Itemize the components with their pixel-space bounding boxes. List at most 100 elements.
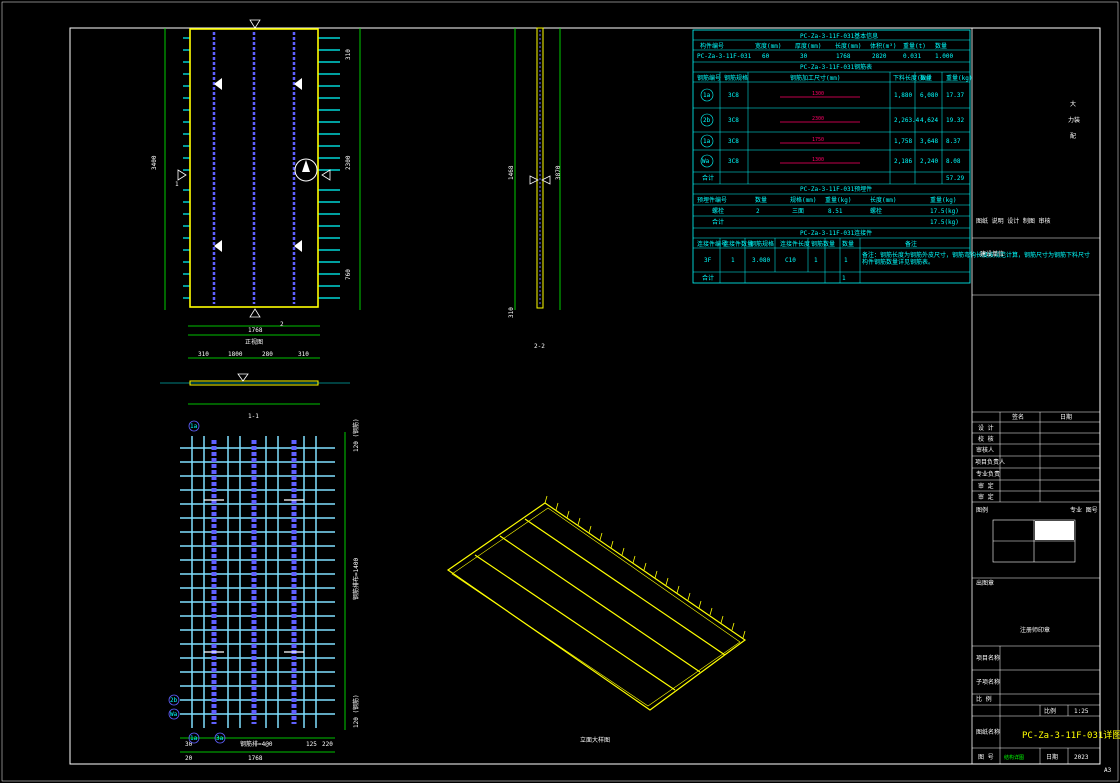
schedule-title-2: PC-Za-3-11F-031钢筋表 [800,63,872,71]
truss-lines [212,32,296,304]
svg-text:钢筋加工尺寸(mm): 钢筋加工尺寸(mm) [790,74,840,82]
dim-b3: 125 [306,741,317,748]
svg-text:体积(m³): 体积(m³) [870,42,896,50]
rebar-shape-dim: 1300 [812,91,824,97]
schedule-title-4: PC-Za-3-11F-031连接件 [800,229,872,237]
svg-text:钢筋编号: 钢筋编号 [697,74,721,82]
iso-slab-outline [446,502,747,711]
dim-left-total: 3400 [151,155,158,170]
svg-text:Wa: Wa [702,158,710,165]
connector-note-2: 构件钢筋数量详见钢筋表。 [862,258,934,266]
svg-text:连接件数量: 连接件数量 [723,240,753,248]
rebar-row-4: Wa 3C8 1300 2,186 2,240 8.08 [700,154,961,168]
svg-text:19.32: 19.32 [946,117,964,124]
rebar-row-3: 1a 3C8 1750 1,758 3,648 8.37 [700,134,961,148]
svg-text:C10: C10 [785,257,796,264]
tb-subproject-label: 子项名称 [976,678,1000,686]
view-marker-top-icon [249,19,261,29]
svg-text:4,624: 4,624 [920,117,938,124]
dim-r3: 120 (钢筋) [352,694,360,728]
dim-h1: 310 [345,49,352,60]
tb-ratio-value: 1:25 [1074,708,1089,715]
rebar-bubbles [168,420,226,744]
schedule-1-header: 构件编号 宽度(mm) 厚度(mm) 长度(mm) 体积(m³) 重量(t) 数… [700,42,947,50]
svg-text:30: 30 [800,53,808,60]
schedule-tables: PC-Za-3-11F-031基本信息 构件编号 宽度(mm) 厚度(mm) 长… [692,29,1090,284]
tb-small-note: 图纸 说明 设计 制图 审核 [976,217,1050,225]
svg-text:1: 1 [814,257,818,264]
tb-date-label: 日期 [1046,753,1058,761]
outer-frame [69,27,1101,765]
svg-text:3C8: 3C8 [728,138,739,145]
rebar-total-value: 57.29 [946,175,964,182]
front-view: 3400 310 2300 760 1768 正视图 1 2 [151,19,361,346]
svg-text:PC-Za-3-11F-031: PC-Za-3-11F-031 [697,53,752,60]
svg-text:连接件长度: 连接件长度 [780,240,810,248]
embed-row-1: 螺栓 2 三面 8.51 螺栓 17.5(kg) [712,207,959,215]
schedule-1-row: PC-Za-3-11F-031 60 30 1768 2820 0.031 1.… [697,53,953,60]
svg-text:重量(kg): 重量(kg) [930,196,956,204]
bubble-1a-b: 1a [190,735,198,742]
svg-text:3,648: 3,648 [920,138,938,145]
svg-text:1768: 1768 [836,53,851,60]
tb-tag-1: 大 [1070,100,1076,108]
tb-role-4: 项目负责人 [975,458,1005,466]
dim-22-b: 3870 [555,165,562,180]
tb-stamp-label: 出图章 [976,579,994,587]
section-2-2: 1468 3870 310 2-2 [508,27,562,350]
rebar-row-2: 2b 3C8 2300 2,263.4 4,624 19.32 [700,113,964,127]
dim-11-a: 310 [198,351,209,358]
rebar-total-label: 合计 [702,174,714,182]
svg-text:3.080: 3.080 [752,257,770,264]
isometric-view: 立面大样图 [446,495,747,744]
svg-text:2300: 2300 [812,116,824,122]
svg-text:三面: 三面 [792,208,804,215]
section-11-label: 1-1 [248,413,259,420]
svg-text:构件编号: 构件编号 [700,42,724,50]
svg-text:17.5(kg): 17.5(kg) [930,219,959,226]
bubble-3a: 3a [216,735,224,742]
svg-text:0.031: 0.031 [903,53,921,60]
dim-11-c: 280 [262,351,273,358]
longitudinal-bars [191,436,317,728]
svg-text:1750: 1750 [812,137,824,143]
svg-text:宽度(mm): 宽度(mm) [755,42,781,50]
tb-role-5: 专业负责 [976,470,1000,478]
svg-text:2,186: 2,186 [894,158,912,165]
tb-number-value: 结构详图 [1004,754,1024,761]
svg-text:17.37: 17.37 [946,92,964,99]
svg-text:3C8: 3C8 [728,158,739,165]
dim-b2: 钢筋排=4@0 [240,740,273,748]
tb-role-3: 审核人 [976,446,994,454]
section-1-1: 310 1800 280 310 1-1 [160,351,350,420]
tb-col-date: 日期 [1060,413,1072,421]
side-bar-ticks [183,37,340,299]
svg-text:钢筋数量: 钢筋数量 [811,240,835,248]
svg-text:数量: 数量 [842,240,854,248]
schedule-title-1: PC-Za-3-11F-031基本信息 [800,32,878,40]
svg-text:17.5(kg): 17.5(kg) [930,208,959,215]
connector-total-label: 合计 [702,274,714,282]
svg-text:合计: 合计 [712,218,724,226]
dim-22-c: 310 [508,307,515,318]
rebar-plan-view: 120 (钢筋) 钢筋排布=1400 120 (钢筋) [168,418,360,762]
connector-total-value: 1 [842,275,846,282]
rebar-row-1: 1a 3C8 1300 1,880 6,080 17.37 [700,88,964,102]
svg-text:2,240: 2,240 [920,158,938,165]
svg-text:3C8: 3C8 [728,92,739,99]
section-mark-2: 2 [280,321,284,328]
svg-text:6,080: 6,080 [920,92,938,99]
section-22-label: 2-2 [534,343,545,350]
view-marker-bottom-icon [249,308,261,318]
svg-text:60: 60 [762,53,770,60]
tb-role-1: 设 计 [978,424,994,432]
drawing-title: PC-Za-3-11F-031详图 [1022,729,1120,741]
page-number: A3 [1104,767,1112,774]
schedule-4-header: 连接件编号 连接件数量 钢筋规格 连接件长度 钢筋数量 数量 备注 [697,240,917,248]
dim-bottom-width: 1768 [248,327,263,334]
tb-project-label: 项目名称 [976,654,1000,662]
schedule-3-header: 预埋件编号 数量 规格(mm) 重量(kg) 长度(mm) 重量(kg) [697,196,956,204]
svg-text:2820: 2820 [872,53,887,60]
view-marker-left-icon [177,169,187,181]
